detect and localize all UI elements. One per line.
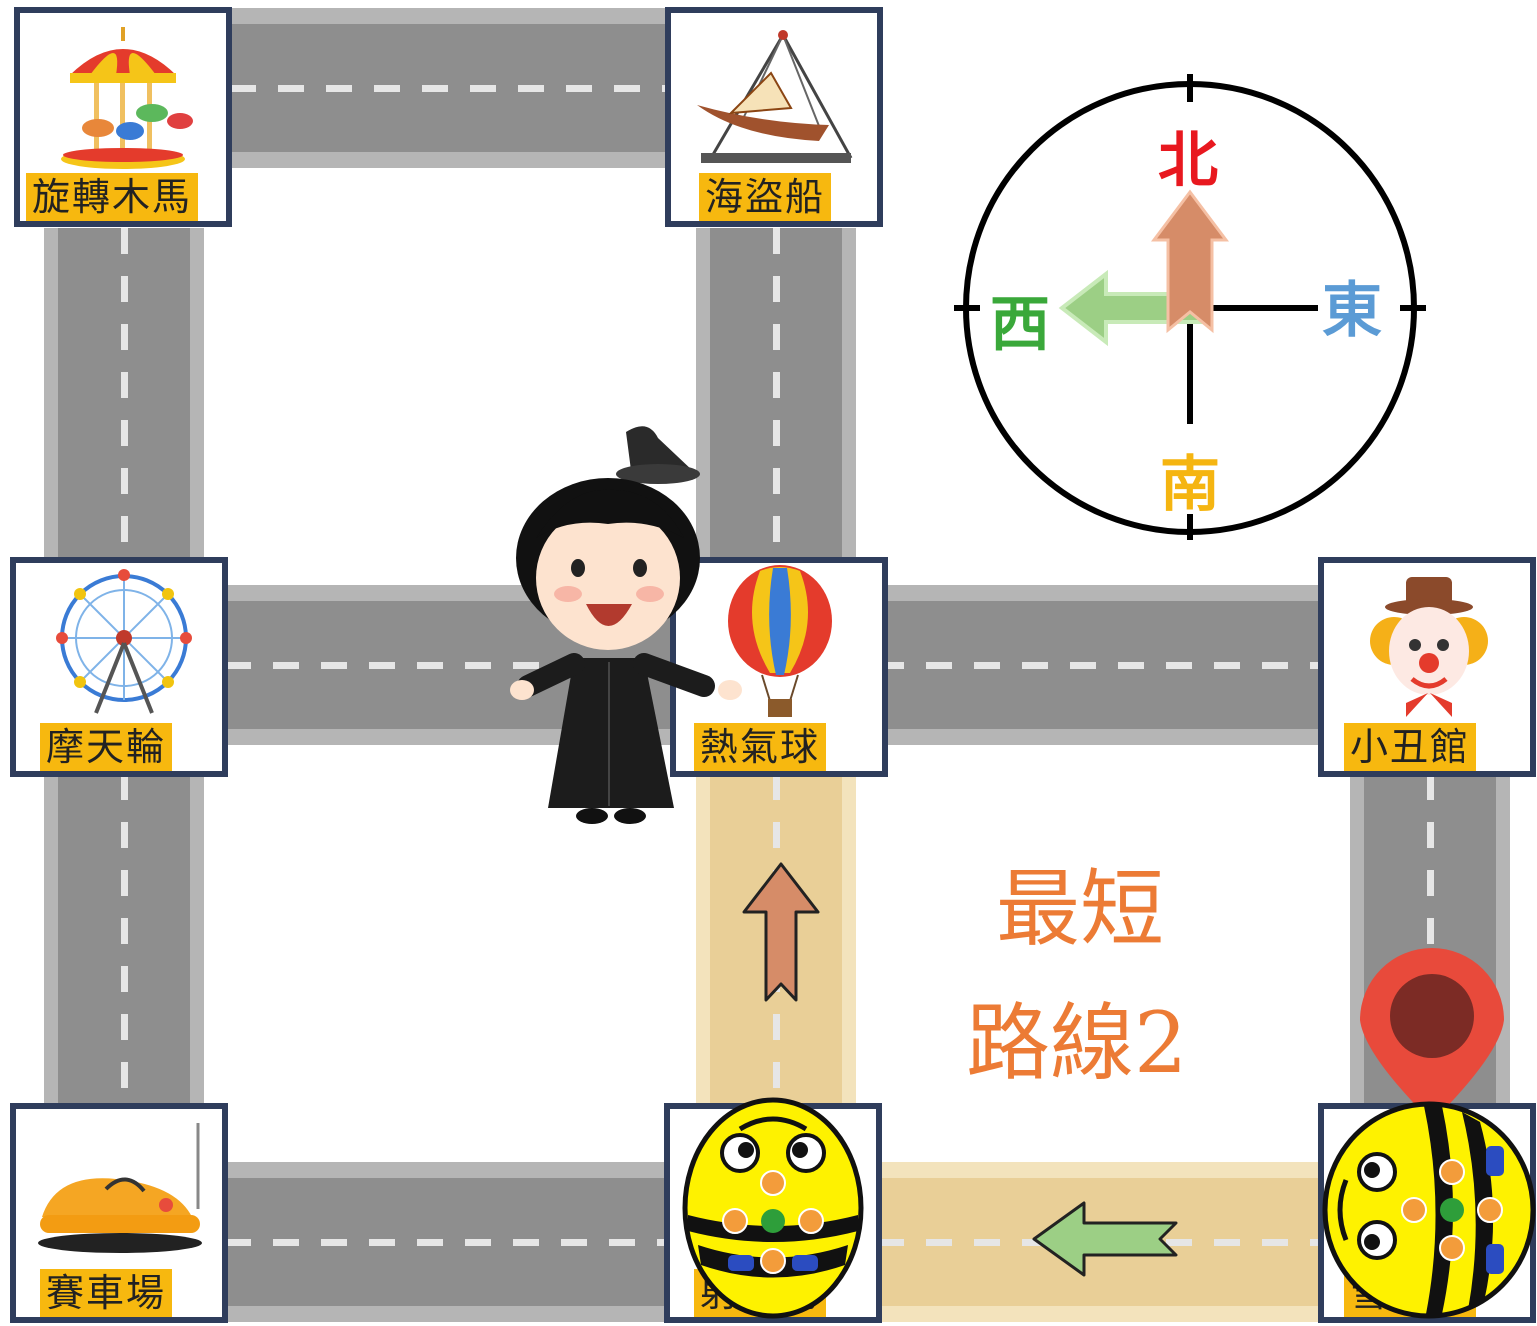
route-arrow-north — [742, 862, 820, 1002]
carousel-icon — [61, 27, 193, 169]
location-label: 賽車場 — [40, 1269, 173, 1317]
priest-character-icon — [510, 426, 742, 824]
node-pirate-ship: 海盜船 — [665, 7, 883, 227]
bee-bot-icon[interactable] — [1322, 1100, 1536, 1320]
compass-north-label: 北 — [1158, 126, 1218, 196]
compass-west-label: 西 — [990, 290, 1050, 360]
hot-air-balloon-icon — [728, 565, 832, 717]
node-clown-house: 小丑館 — [1318, 557, 1536, 777]
road-race-archery — [225, 1162, 670, 1322]
location-label: 海盜船 — [699, 173, 832, 221]
road-carousel-ferris — [44, 228, 204, 563]
node-race-track: 賽車場 — [10, 1103, 228, 1323]
node-carousel: 旋轉木馬 — [14, 7, 232, 227]
location-label: 小丑館 — [1344, 723, 1477, 771]
compass-east-label: 東 — [1322, 276, 1382, 346]
compass-south-label: 南 — [1160, 450, 1220, 520]
road-ferris-race — [44, 774, 204, 1109]
clown-icon — [1370, 577, 1488, 717]
route-title-line1: 最短 — [996, 860, 1165, 958]
ferris-wheel-icon — [56, 569, 192, 714]
location-label: 熱氣球 — [694, 723, 827, 771]
route-title-line2: 路線2 — [966, 994, 1188, 1092]
compass-dial — [954, 74, 1426, 540]
route-arrow-west — [1032, 1201, 1178, 1277]
road-balloon-clown — [878, 585, 1318, 745]
location-label: 摩天輪 — [40, 723, 173, 771]
bumper-car-icon — [38, 1123, 202, 1253]
road-pirate-balloon — [696, 228, 856, 563]
node-ferris-wheel: 摩天輪 — [10, 557, 228, 777]
location-label: 旋轉木馬 — [26, 173, 199, 221]
road-carousel-pirate — [230, 8, 670, 168]
pirate-ship-icon — [697, 30, 853, 163]
location-pin-icon — [1360, 947, 1504, 1122]
bee-bot-icon[interactable] — [680, 1095, 866, 1321]
node-hot-air-balloon: 熱氣球 — [670, 557, 888, 777]
